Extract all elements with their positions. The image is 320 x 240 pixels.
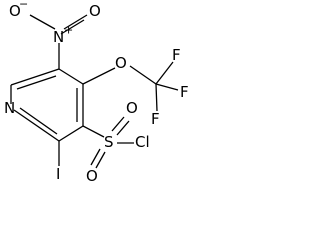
bond-c2-n1 [13, 109, 60, 142]
bond-sulfur-o-right-2 [116, 120, 130, 136]
trifluoromethoxy-group [82, 61, 179, 112]
atom-labels: O − N + O O F F F N I S O O Cl [4, 0, 189, 185]
atom-label-fluorine-middle: F [180, 83, 189, 101]
bond-cf3-f-middle [155, 83, 179, 91]
bond-c6-c5-inner [16, 75, 57, 90]
charge-minus: − [19, 0, 28, 11]
bond-c3-sulfur [82, 125, 105, 138]
atom-label-fluorine-bottom: F [151, 110, 160, 128]
atom-label-chlorine: Cl [135, 133, 150, 151]
atom-label-fluorine-top: F [172, 46, 181, 64]
bond-c6-c5 [10, 68, 60, 86]
bond-cf3-f-top [155, 61, 174, 85]
atom-label-nitro-o-charged: O [9, 2, 21, 20]
bond-cf3-f-bottom [155, 83, 158, 112]
pyridine-ring [10, 68, 84, 142]
atom-label-iodine: I [56, 165, 60, 183]
bond-nitro-n-o-right-2 [60, 19, 85, 35]
bond-nitro-n-o-left [29, 14, 56, 30]
bond-ether-o-cf3 [129, 65, 157, 85]
atom-label-ring-n: N [4, 99, 15, 117]
chemical-structure: O − N + O O F F F N I S O O Cl [4, 0, 189, 185]
bond-sulfur-o-bottom-2 [95, 151, 106, 169]
bond-nitro-n-o-right [63, 14, 88, 30]
bond-c3-c2 [58, 125, 84, 142]
atom-label-ether-o: O [115, 54, 127, 72]
bond-c4-ether-o [82, 67, 116, 85]
atom-label-sulfur: S [104, 133, 114, 151]
bond-c5-c4 [58, 68, 84, 85]
atom-label-nitro-n: N [53, 28, 64, 46]
atom-label-nitro-o-double: O [89, 2, 101, 20]
bond-sulfur-o-bottom [90, 148, 101, 166]
nitro-group [29, 14, 88, 69]
bond-sulfur-o-right [111, 116, 125, 132]
charge-plus: + [64, 24, 73, 37]
sulfonyl-chloride-group [82, 116, 134, 169]
bond-c2-n1-inner [19, 107, 58, 135]
atom-label-sulfonyl-o-bottom: O [86, 167, 98, 185]
atom-label-sulfonyl-o-right: O [126, 99, 138, 117]
